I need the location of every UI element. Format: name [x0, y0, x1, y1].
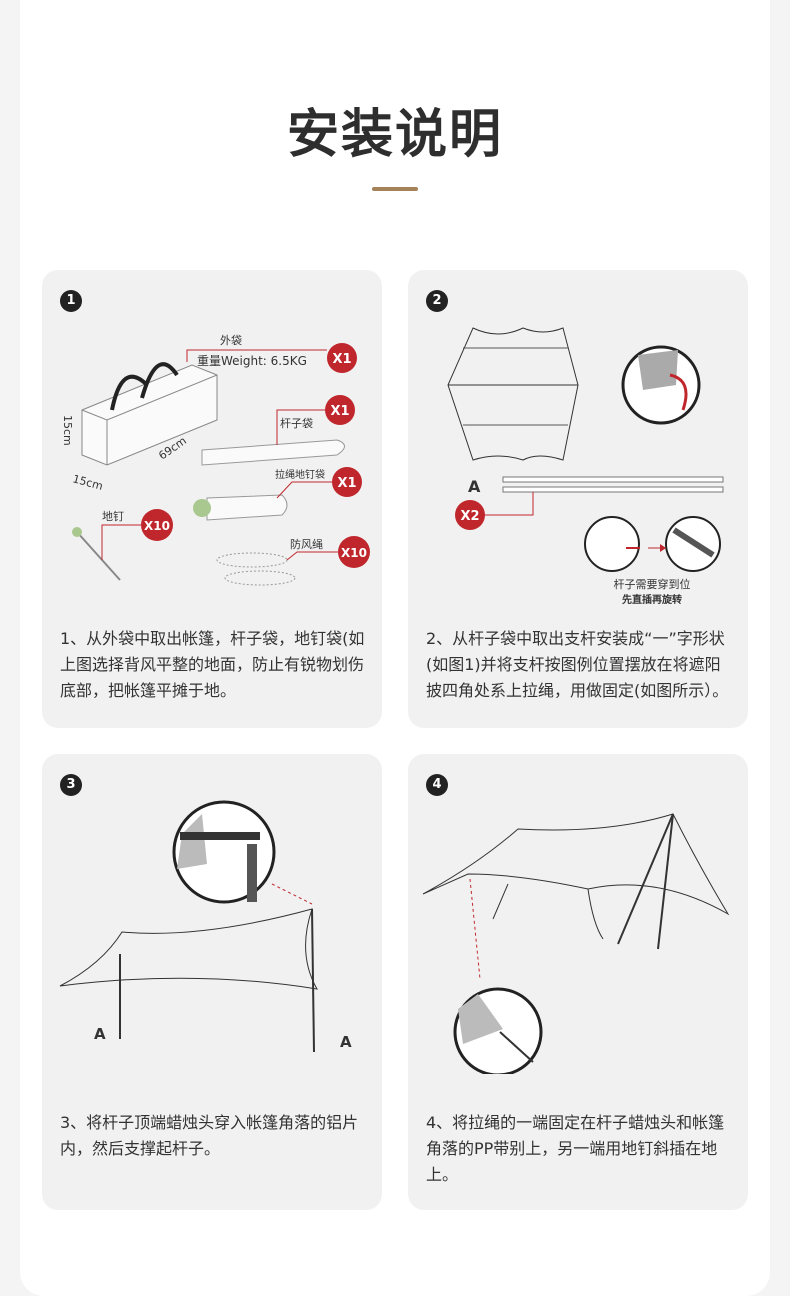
svg-text:先直插再旋转: 先直插再旋转: [622, 593, 682, 606]
stake-rope-illustration: [422, 813, 730, 1074]
svg-text:X1: X1: [330, 404, 349, 419]
svg-text:A: A: [340, 1033, 352, 1051]
step-description: 2、从杆子袋中取出支杆安装成“一”字形状(如图1)并将支杆按图例位置摆放在将遮阳…: [426, 629, 729, 700]
step-number: 2: [426, 290, 448, 312]
step-number: 1: [60, 290, 82, 312]
svg-text:地钉: 地钉: [102, 510, 124, 523]
svg-text:X10: X10: [341, 546, 367, 560]
step-number: 4: [426, 774, 448, 796]
svg-text:A: A: [468, 477, 481, 496]
step-description: 1、从外袋中取出帐篷，杆子袋，地钉袋(如上图选择背风平整的地面，防止有锐物划伤底…: [60, 629, 365, 700]
svg-text:X2: X2: [460, 509, 479, 524]
package-contents-illustration: 外袋 重量Weight: 6.5KG X1 15cm 15cm 69cm 杆子袋…: [61, 333, 370, 586]
step-number: 3: [60, 774, 82, 796]
svg-text:A: A: [94, 1025, 106, 1043]
svg-text:X10: X10: [144, 519, 170, 533]
svg-text:15cm: 15cm: [61, 415, 74, 446]
page-title: 安装说明: [286, 105, 503, 165]
raise-pole-illustration: A A: [59, 800, 352, 1053]
svg-text:杆子需要穿到位: 杆子需要穿到位: [614, 577, 691, 591]
svg-text:X1: X1: [332, 352, 351, 367]
svg-text:杆子袋: 杆子袋: [280, 416, 313, 430]
step-description: 4、将拉绳的一端固定在杆子蜡烛头和帐篷角落的PP带别上，另一端用地钉斜插在地上。: [426, 1113, 725, 1184]
title-divider: [372, 187, 418, 191]
quantity-badge: [327, 343, 357, 373]
svg-text:X1: X1: [337, 476, 356, 491]
svg-text:15cm: 15cm: [71, 472, 104, 493]
step-card-2: 2 A X2 杆子需要穿到位 先直插再旋转 2、从杆子袋中取出支杆安装成“一”字…: [408, 270, 748, 728]
step-description: 3、将杆子顶端蜡烛头穿入帐篷角落的铝片内，然后支撑起杆子。: [60, 1113, 359, 1158]
svg-text:重量Weight: 6.5KG: 重量Weight: 6.5KG: [197, 354, 307, 368]
svg-text:防风绳: 防风绳: [290, 537, 323, 551]
step-card-1: 1 外袋 重量Weight: 6.5KG X1 15cm 15cm 69cm 杆…: [42, 270, 382, 728]
svg-text:外袋: 外袋: [220, 333, 242, 347]
svg-text:拉绳地钉袋: 拉绳地钉袋: [275, 468, 325, 481]
step-card-3: 3 A A 3、将杆子顶端蜡烛头穿入帐篷角落的铝片内，然后支撑起杆子。: [42, 754, 382, 1210]
pole-assembly-illustration: A X2 杆子需要穿到位 先直插再旋转: [447, 327, 724, 606]
step-card-4: 4 4、将拉绳的一端固定在杆子蜡烛头和帐篷角落的PP带别上，另一端用地钉斜插在地…: [408, 754, 748, 1210]
